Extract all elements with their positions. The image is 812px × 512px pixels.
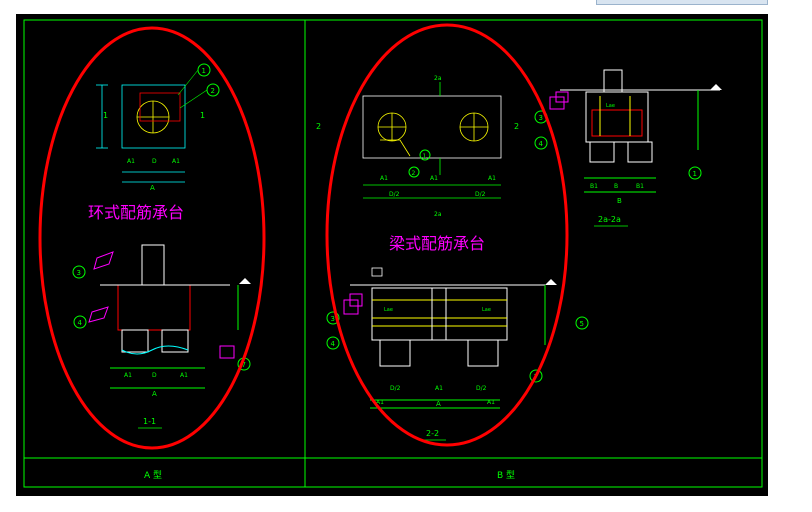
ui-strip [596,0,768,5]
outer-border [23,19,763,488]
plan-a-outline [121,84,186,149]
svg-text:A: A [436,400,441,408]
svg-text:5: 5 [580,320,584,328]
svg-text:D/2: D/2 [389,191,400,198]
svg-text:A: A [152,390,157,398]
svg-text:7: 7 [242,361,246,369]
svg-text:A1: A1 [488,175,496,182]
section-22-pile-left [379,339,411,367]
section-22-label: 2-2 [426,429,439,438]
frame [23,19,763,488]
svg-text:A1: A1 [127,158,135,165]
svg-text:B1: B1 [590,183,598,190]
svg-text:D/2: D/2 [475,191,486,198]
svg-text:Lae: Lae [384,307,393,313]
svg-text:B1: B1 [636,183,644,190]
highlight-ellipse-a [38,26,266,450]
svg-text:B: B [614,183,618,190]
section-2a-label: 2a-2a [598,215,621,224]
section-22-pile-right [467,339,499,367]
svg-text:A1: A1 [430,175,438,182]
svg-text:2: 2 [412,170,416,177]
svg-text:2: 2 [316,122,321,131]
plan-a-dim-a: A [150,184,155,192]
svg-text:1: 1 [202,67,206,75]
highlight-ellipse-b [325,23,569,447]
drawing-background [16,14,768,496]
svg-text:4: 4 [539,140,544,148]
svg-text:D/2: D/2 [390,385,401,392]
plan-b-outline [362,95,502,159]
svg-text:2a: 2a [434,75,442,82]
svg-text:2: 2 [211,87,215,95]
svg-text:A1: A1 [124,372,132,379]
svg-text:Lae: Lae [482,307,491,313]
svg-text:3: 3 [539,114,543,122]
svg-text:B: B [617,197,622,205]
panel-b-label: B 型 [497,470,515,481]
svg-text:1: 1 [423,153,427,160]
svg-text:2a: 2a [434,211,442,218]
svg-text:4: 4 [331,340,336,348]
svg-text:D/2: D/2 [476,385,487,392]
plan-a-mark-left: 1 [103,111,108,120]
plan-a-mark-right: 1 [200,111,205,120]
section-22-column [431,287,447,341]
svg-text:D: D [152,158,157,165]
svg-text:3: 3 [77,269,81,277]
svg-text:2: 2 [514,122,519,131]
panel-a: 1 1 A A1 D A1 1 2 3 4 7 [72,63,251,429]
svg-text:3: 3 [331,315,335,323]
section-11-hatch-sample-1 [93,251,114,270]
section-11-pile-left [121,329,149,353]
svg-text:Lae: Lae [606,103,615,109]
panel-a-label: A 型 [144,470,162,481]
section-2a-rebar [591,109,643,137]
svg-text:A1: A1 [380,175,388,182]
plan-a-ring-rebar [139,92,181,122]
beam-cap-title: 梁式配筋承台 [389,234,485,253]
svg-text:1: 1 [693,170,697,178]
section-2a-column [603,69,623,93]
svg-text:A1: A1 [172,158,180,165]
svg-text:A1: A1 [180,372,188,379]
svg-text:A1: A1 [376,399,384,406]
svg-text:A1: A1 [487,399,495,406]
svg-text:4: 4 [78,319,83,327]
svg-text:A1: A1 [435,385,443,392]
section-11-label: 1-1 [143,417,156,426]
svg-text:D: D [152,372,157,379]
ring-cap-title: 环式配筋承台 [88,203,184,222]
section-11-pile-right [161,329,189,353]
panel-b: 2 2 2a 2a A1 A1 A1 D/2 D/2 1 2 [316,69,722,441]
